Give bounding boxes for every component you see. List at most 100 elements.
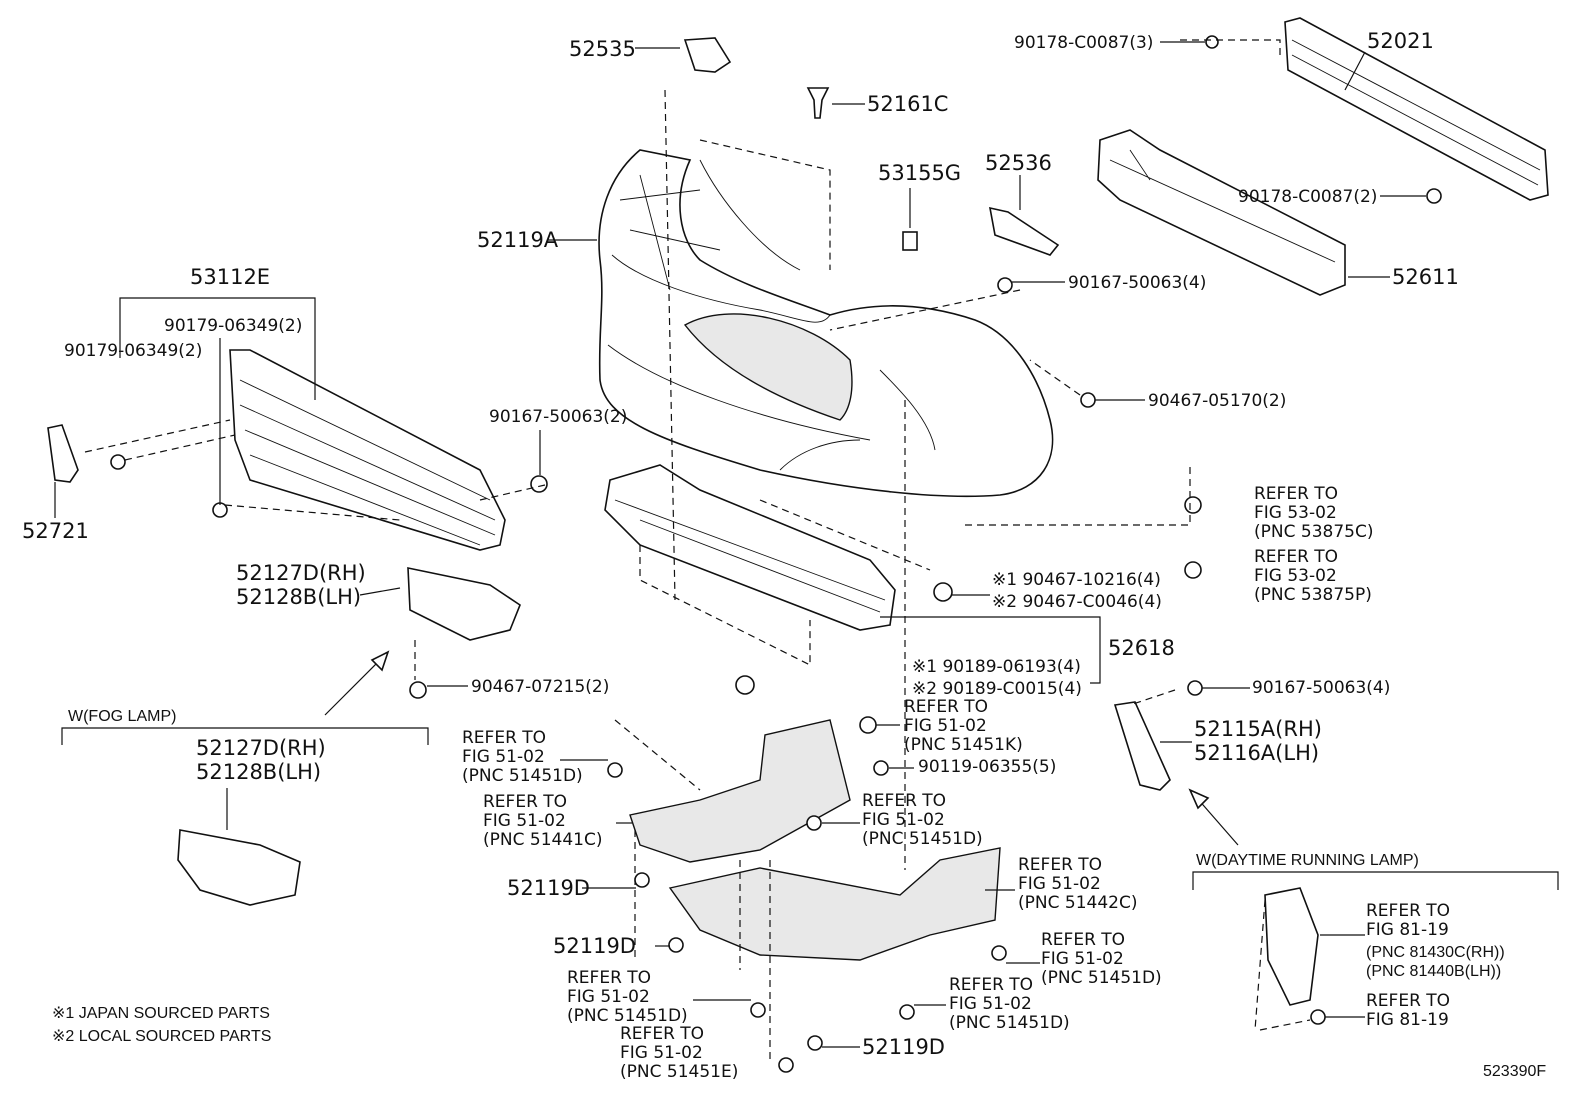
bumper-cover-drawing: [598, 149, 1054, 498]
svg-text:(PNC 51441C): (PNC 51441C): [483, 830, 602, 850]
svg-text:(PNC 53875C): (PNC 53875C): [1254, 522, 1373, 542]
radiator-grille-drawing: [229, 349, 506, 551]
engine-under-cover-rear-drawing: [668, 847, 1001, 961]
label-90167-50063-2: 90167-50063(2): [489, 407, 627, 427]
label-52127d-rh-1: 52127D(RH): [236, 561, 366, 585]
svg-text:(PNC 51442C): (PNC 51442C): [1018, 893, 1137, 913]
label-52618: 52618: [1108, 636, 1175, 660]
svg-text:(PNC 51451D): (PNC 51451D): [567, 1006, 688, 1026]
label-52119d-2: 52119D: [553, 934, 636, 958]
label-90467-07215: 90467-07215(2): [471, 677, 609, 697]
label-90179-06349-a: 90179-06349(2): [164, 316, 302, 336]
svg-text:(PNC 53875P): (PNC 53875P): [1254, 585, 1372, 605]
svg-text:REFER TO: REFER TO: [483, 792, 567, 812]
svg-text:FIG 51-02: FIG 51-02: [1041, 949, 1124, 969]
label-52721: 52721: [22, 519, 89, 543]
svg-text:FIG 51-02: FIG 51-02: [862, 810, 945, 830]
label-52119a: 52119A: [477, 228, 559, 252]
label-90167-50063-4a: 90167-50063(4): [1068, 273, 1206, 293]
engine-under-cover-front-drawing: [629, 719, 851, 863]
svg-text:FIG 53-02: FIG 53-02: [1254, 503, 1337, 523]
svg-text:FIG 51-02: FIG 51-02: [1018, 874, 1101, 894]
svg-text:REFER TO: REFER TO: [620, 1024, 704, 1044]
svg-text:(PNC 51451K): (PNC 51451K): [904, 735, 1023, 755]
refer-51451e: REFER TO FIG 51-02 (PNC 51451E): [620, 1024, 738, 1082]
assembly-dashed-lines: [84, 39, 1311, 1060]
label-90467-05170: 90467-05170(2): [1148, 391, 1286, 411]
drl-section-title: W(DAYTIME RUNNING LAMP): [1196, 852, 1419, 869]
label-52161c: 52161C: [867, 92, 948, 116]
leader-lines: [54, 41, 1426, 1048]
refer-51451k: REFER TO FIG 51-02 (PNC 51451K): [904, 697, 1023, 755]
svg-text:REFER TO: REFER TO: [1254, 484, 1338, 504]
drl-lamp-drawing: [1264, 887, 1319, 1006]
bumper-reinforcement-drawing: [1284, 17, 1549, 201]
direction-arrows: [324, 650, 1239, 846]
svg-text:FIG 53-02: FIG 53-02: [1254, 566, 1337, 586]
refer-81-19-b: REFER TO FIG 81-19: [1366, 991, 1450, 1030]
svg-text:FIG 81-19: FIG 81-19: [1366, 920, 1449, 940]
svg-text:FIG 81-19: FIG 81-19: [1366, 1010, 1449, 1030]
svg-text:REFER TO: REFER TO: [1018, 855, 1102, 875]
svg-text:REFER TO: REFER TO: [1041, 930, 1125, 950]
label-53155g: 53155G: [878, 161, 961, 185]
label-90189-06193: ※1 90189-06193(4): [912, 657, 1081, 677]
clip-52535-drawing: [683, 37, 732, 73]
svg-text:REFER TO: REFER TO: [1254, 547, 1338, 567]
drl-bezel-drawing: [1113, 701, 1171, 791]
label-53112e: 53112E: [190, 265, 270, 289]
svg-text:REFER TO: REFER TO: [567, 968, 651, 988]
svg-text:FIG 51-02: FIG 51-02: [483, 811, 566, 831]
svg-text:(PNC 81430C(RH)): (PNC 81430C(RH)): [1366, 944, 1505, 961]
fog-cover-alt-drawing: [177, 829, 301, 906]
refer-51451d-c: REFER TO FIG 51-02 (PNC 51451D): [1041, 930, 1162, 988]
fog-lamp-section-title: W(FOG LAMP): [68, 708, 176, 725]
refer-53875p: REFER TO FIG 53-02 (PNC 53875P): [1254, 547, 1372, 605]
label-52128b-lh-1: 52128B(LH): [236, 585, 361, 609]
bracket-52536-drawing: [988, 206, 1060, 256]
bracket-52721-drawing: [47, 424, 79, 483]
svg-text:FIG 51-02: FIG 51-02: [462, 747, 545, 767]
note-local-sourced: ※2 LOCAL SOURCED PARTS: [52, 1028, 271, 1045]
label-52116a-lh: 52116A(LH): [1194, 741, 1319, 765]
note-japan-sourced: ※1 JAPAN SOURCED PARTS: [52, 1005, 270, 1022]
fastener-symbols: [110, 35, 1442, 1073]
svg-text:(PNC 51451D): (PNC 51451D): [462, 766, 583, 786]
refer-51451d-a: REFER TO FIG 51-02 (PNC 51451D): [462, 728, 583, 786]
label-52535: 52535: [569, 37, 636, 61]
energy-absorber-drawing: [1097, 129, 1346, 296]
clip-52161c-drawing: [806, 87, 830, 119]
svg-text:(PNC 51451E): (PNC 51451E): [620, 1062, 738, 1082]
refer-51451d-e: REFER TO FIG 51-02 (PNC 51451D): [949, 975, 1070, 1033]
svg-text:REFER TO: REFER TO: [949, 975, 1033, 995]
svg-text:(PNC 51451D): (PNC 51451D): [862, 829, 983, 849]
svg-text:FIG 51-02: FIG 51-02: [904, 716, 987, 736]
label-52115a-rh: 52115A(RH): [1194, 717, 1322, 741]
svg-text:REFER TO: REFER TO: [1366, 991, 1450, 1011]
label-90189-c0015: ※2 90189-C0015(4): [912, 679, 1082, 699]
label-52128b-lh-2: 52128B(LH): [196, 760, 321, 784]
label-90179-06349-b: 90179-06349(2): [64, 341, 202, 361]
svg-text:REFER TO: REFER TO: [462, 728, 546, 748]
refer-51441c: REFER TO FIG 51-02 (PNC 51441C): [483, 792, 602, 850]
refer-53875c: REFER TO FIG 53-02 (PNC 53875C): [1254, 484, 1373, 542]
label-52021: 52021: [1367, 29, 1434, 53]
label-90167-50063-4b: 90167-50063(4): [1252, 678, 1390, 698]
callout-brackets: [61, 297, 1559, 890]
label-52119d-1: 52119D: [507, 876, 590, 900]
label-52536: 52536: [985, 151, 1052, 175]
svg-text:REFER TO: REFER TO: [1366, 901, 1450, 921]
label-90178-c0087-3: 90178-C0087(3): [1014, 33, 1153, 53]
svg-text:(PNC 51451D): (PNC 51451D): [949, 1013, 1070, 1033]
svg-text:FIG 51-02: FIG 51-02: [567, 987, 650, 1007]
label-90467-c0046: ※2 90467-C0046(4): [992, 592, 1162, 612]
label-52611: 52611: [1392, 265, 1459, 289]
label-90119-06355: 90119-06355(5): [918, 757, 1056, 777]
svg-text:FIG 51-02: FIG 51-02: [949, 994, 1032, 1014]
label-90467-10216: ※1 90467-10216(4): [992, 570, 1161, 590]
svg-text:FIG 51-02: FIG 51-02: [620, 1043, 703, 1063]
svg-text:REFER TO: REFER TO: [862, 791, 946, 811]
fog-cover-drawing: [407, 567, 521, 641]
